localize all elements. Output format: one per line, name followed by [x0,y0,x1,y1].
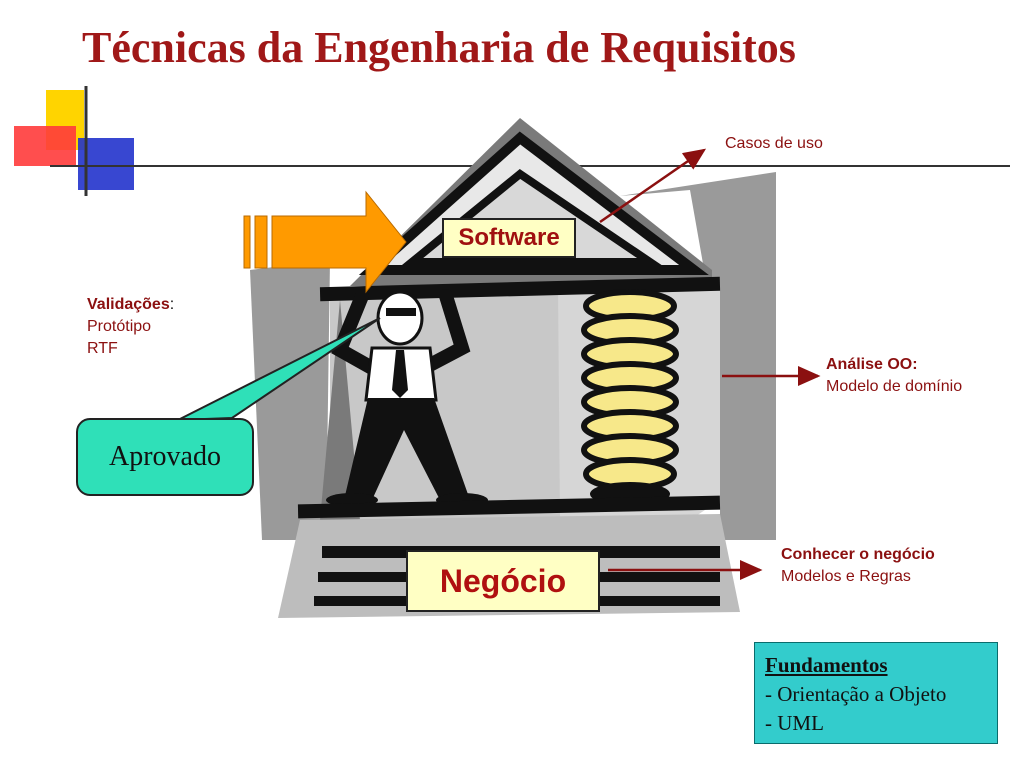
coil-spring [581,289,679,506]
software-label: Software [442,218,576,258]
conhecer-negocio-detail: Modelos e Regras [781,568,911,585]
aprovado-callout: Aprovado [76,418,254,496]
casos-de-uso-label: Casos de uso [725,135,823,152]
fundamentos-box: Fundamentos - Orientação a Objeto - UML [754,642,998,744]
analise-oo-heading: Análise OO: [826,356,918,373]
validacoes-item: Protótipo [87,318,152,335]
fundamentos-heading: Fundamentos [765,653,888,677]
conhecer-negocio-block: Conhecer o negócio Modelos e Regras [781,544,935,588]
fundamentos-item: - UML [765,711,824,735]
orange-arrow [243,190,407,294]
validacoes-colon: : [169,296,175,313]
person-figure [326,289,488,507]
validacoes-item: RTF [87,340,118,357]
analise-oo-detail: Modelo de domínio [826,378,963,395]
slide-title: Técnicas da Engenharia de Requisitos [82,23,796,72]
arrow-casos-de-uso [599,148,707,224]
fundamentos-item: - Orientação a Objeto [765,682,947,706]
validacoes-block: Validações: Protótipo RTF [87,294,174,360]
corner-decoration [14,86,1010,196]
conhecer-negocio-heading: Conhecer o negócio [781,546,935,563]
analise-oo-block: Análise OO: Modelo de domínio [826,354,962,398]
negocio-label: Negócio [406,550,600,612]
validacoes-heading: Validações [87,296,170,313]
